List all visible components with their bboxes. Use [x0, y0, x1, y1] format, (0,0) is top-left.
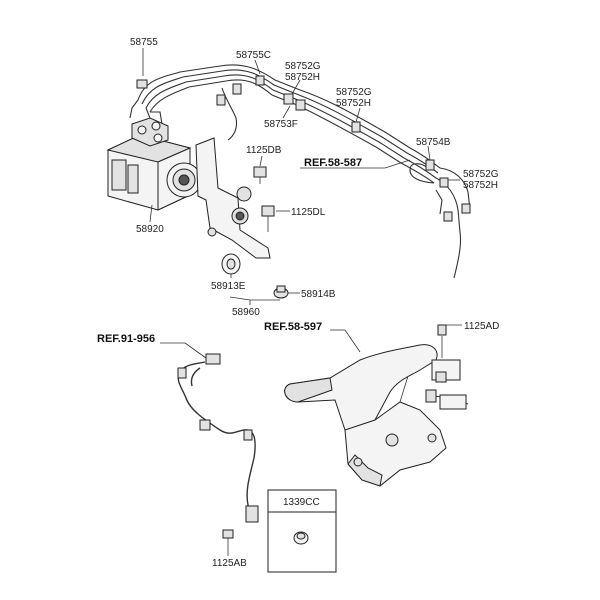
nut-58914b	[273, 285, 289, 299]
leader-lines	[142, 48, 462, 556]
label-58752g-3: 58752G	[463, 169, 499, 180]
label-58960: 58960	[232, 307, 260, 318]
label-58752h-2: 58752H	[336, 98, 371, 109]
bolt-1125dl	[261, 205, 275, 232]
grommet-58913e	[221, 253, 241, 275]
parking-brake-lever	[284, 344, 447, 487]
label-58755c: 58755C	[236, 50, 271, 61]
tube-clips	[136, 75, 471, 222]
part-box-1339cc	[267, 489, 337, 573]
label-58754b: 58754B	[416, 137, 451, 148]
label-1125ab: 1125AB	[212, 558, 247, 569]
label-58914b: 58914B	[301, 289, 336, 300]
label-ref-58-597: REF.58-597	[264, 321, 322, 333]
label-58753f: 58753F	[264, 119, 298, 130]
label-58752h-1: 58752H	[285, 72, 320, 83]
abs-module-58920	[106, 117, 202, 211]
label-58752g-2: 58752G	[336, 87, 372, 98]
label-58752g-1: 58752G	[285, 61, 321, 72]
label-58913e: 58913E	[211, 281, 246, 292]
bolt-1125ab	[222, 529, 234, 552]
wheel-speed-sensor-wire	[177, 353, 259, 523]
label-58752h-3: 58752H	[463, 180, 498, 191]
parking-brake-switch	[425, 324, 469, 410]
bolt-1125db	[253, 166, 267, 184]
abs-bracket-58960	[195, 137, 271, 259]
label-1339cc: 1339CC	[283, 497, 320, 508]
label-1125ad: 1125AD	[464, 321, 499, 332]
label-1125dl: 1125DL	[291, 207, 326, 218]
callout-labels: 58755 58755C 58752G 58752H 58753F 58752G…	[97, 37, 499, 569]
label-1125db: 1125DB	[246, 145, 282, 156]
label-58755: 58755	[130, 37, 158, 48]
label-58920: 58920	[136, 224, 164, 235]
label-ref-91-956: REF.91-956	[97, 333, 155, 345]
label-ref-58-587: REF.58-587	[304, 157, 362, 169]
